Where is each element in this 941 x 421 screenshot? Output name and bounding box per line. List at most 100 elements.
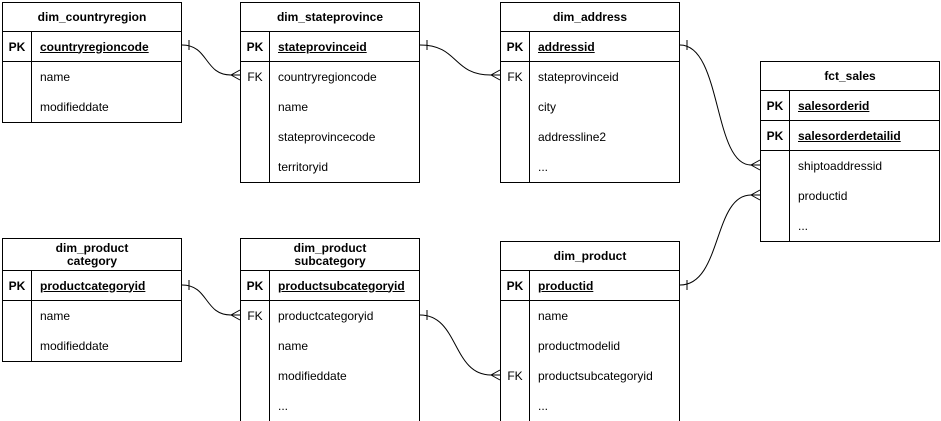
table-row: modifieddate bbox=[3, 92, 181, 122]
table-row: productid bbox=[761, 181, 939, 211]
table-title: dim_stateprovince bbox=[241, 3, 419, 32]
relationship-productsubcategory-product-connector[interactable] bbox=[419, 310, 501, 381]
key-cell bbox=[241, 361, 270, 391]
column-name: name bbox=[40, 309, 71, 323]
column-productid: productid bbox=[538, 278, 594, 293]
column-ellipsis: ... bbox=[538, 399, 549, 413]
table-row: productmodelid bbox=[501, 331, 679, 361]
column-countryregioncode: countryregioncode bbox=[278, 70, 377, 84]
pk-label: PK bbox=[3, 271, 32, 300]
table-row: city bbox=[501, 92, 679, 122]
table-title-line: dim_address bbox=[552, 9, 628, 24]
column-stateprovinceid: stateprovinceid bbox=[538, 70, 619, 84]
fk-label: FK bbox=[241, 62, 270, 92]
pk-label: PK bbox=[501, 32, 530, 61]
table-row: ... bbox=[761, 211, 939, 241]
column-productsubcategoryid: productsubcategoryid bbox=[538, 369, 653, 383]
key-cell bbox=[501, 92, 530, 122]
table-fct_sales[interactable]: fct_sales PK salesorderid PK salesorderd… bbox=[760, 61, 940, 242]
column-name: name bbox=[278, 100, 309, 114]
pk-label: PK bbox=[241, 32, 270, 61]
table-dim_address[interactable]: dim_address PK addressid FK stateprovinc… bbox=[500, 2, 680, 183]
table-dim_productcategory[interactable]: dim_product category PK productcategoryi… bbox=[2, 238, 182, 362]
column-countryregioncode: countryregioncode bbox=[40, 39, 149, 54]
table-row: modifieddate bbox=[3, 331, 181, 361]
many-marker bbox=[489, 369, 501, 381]
connector-line bbox=[419, 44, 492, 76]
table-row: stateprovincecode bbox=[241, 122, 419, 152]
table-row: ... bbox=[501, 391, 679, 421]
table-row: FK stateprovinceid bbox=[501, 62, 679, 92]
column-modifieddate: modifieddate bbox=[278, 369, 347, 383]
table-row: FK productsubcategoryid bbox=[501, 361, 679, 391]
relationship-productcategory-productsubcategory-connector[interactable] bbox=[181, 280, 241, 321]
table-row: name bbox=[241, 92, 419, 122]
column-productid: productid bbox=[798, 189, 848, 203]
table-row: addressline2 bbox=[501, 122, 679, 152]
key-cell bbox=[3, 301, 32, 331]
key-cell bbox=[761, 151, 790, 181]
table-dim_stateprovince[interactable]: dim_stateprovince PK stateprovinceid FK … bbox=[240, 2, 420, 183]
table-row: PK salesorderid bbox=[761, 91, 939, 121]
relationship-stateprovince-address-connector[interactable] bbox=[419, 40, 501, 81]
connector-line bbox=[679, 194, 752, 286]
table-dim_productsubcategory[interactable]: dim_product subcategory PK productsubcat… bbox=[240, 238, 420, 421]
connector-line bbox=[419, 314, 492, 376]
key-cell bbox=[761, 211, 790, 241]
key-cell bbox=[3, 62, 32, 92]
table-title: dim_product subcategory bbox=[241, 239, 419, 271]
relationship-countryregion-stateprovince-connector[interactable] bbox=[181, 40, 241, 81]
table-row: name bbox=[501, 301, 679, 331]
key-cell bbox=[501, 391, 530, 421]
table-title-line: fct_sales bbox=[824, 68, 876, 83]
table-row: ... bbox=[241, 391, 419, 421]
column-productcategoryid: productcategoryid bbox=[278, 309, 374, 323]
table-title: fct_sales bbox=[761, 62, 939, 91]
table-title-line: subcategory bbox=[294, 253, 366, 268]
column-name: name bbox=[538, 309, 569, 323]
key-cell bbox=[501, 331, 530, 361]
table-row: name bbox=[3, 62, 181, 92]
pk-label: PK bbox=[241, 271, 270, 300]
column-stateprovincecode: stateprovincecode bbox=[278, 130, 376, 144]
table-title-line: dim_stateprovince bbox=[276, 9, 384, 24]
key-cell bbox=[3, 331, 32, 361]
key-cell bbox=[501, 301, 530, 331]
column-salesorderdetailid: salesorderdetailid bbox=[798, 128, 901, 143]
relationship-address-fctsales-connector[interactable] bbox=[679, 40, 761, 171]
column-modifieddate: modifieddate bbox=[40, 339, 109, 353]
table-dim_product[interactable]: dim_product PK productid name productmod… bbox=[500, 241, 680, 421]
fk-label: FK bbox=[501, 62, 530, 92]
column-productcategoryid: productcategoryid bbox=[40, 278, 146, 293]
table-title: dim_product bbox=[501, 242, 679, 271]
column-city: city bbox=[538, 100, 556, 114]
table-title-line: dim_countryregion bbox=[37, 9, 147, 24]
table-row: FK countryregioncode bbox=[241, 62, 419, 92]
table-row: PK productid bbox=[501, 271, 679, 301]
table-row: shiptoaddressid bbox=[761, 151, 939, 181]
table-row: modifieddate bbox=[241, 361, 419, 391]
table-row: FK productcategoryid bbox=[241, 301, 419, 331]
fk-label: FK bbox=[241, 301, 270, 331]
table-title-line: dim_product bbox=[553, 248, 627, 263]
column-addressline2: addressline2 bbox=[538, 130, 607, 144]
table-row: PK stateprovinceid bbox=[241, 32, 419, 62]
table-dim_countryregion[interactable]: dim_countryregion PK countryregioncode n… bbox=[2, 2, 182, 123]
table-row: PK productsubcategoryid bbox=[241, 271, 419, 301]
key-cell bbox=[761, 181, 790, 211]
column-salesorderid: salesorderid bbox=[798, 98, 870, 113]
key-cell bbox=[241, 92, 270, 122]
many-marker bbox=[229, 309, 241, 321]
pk-label: PK bbox=[761, 121, 790, 150]
key-cell bbox=[241, 391, 270, 421]
many-marker bbox=[749, 189, 761, 201]
fk-label: FK bbox=[501, 361, 530, 391]
connector-line bbox=[679, 44, 752, 166]
column-name: name bbox=[40, 70, 71, 84]
relationship-product-fctsales-connector[interactable] bbox=[679, 189, 761, 290]
column-shiptoaddressid: shiptoaddressid bbox=[798, 159, 883, 173]
key-cell bbox=[241, 152, 270, 182]
table-row: name bbox=[3, 301, 181, 331]
table-row: PK salesorderdetailid bbox=[761, 121, 939, 151]
